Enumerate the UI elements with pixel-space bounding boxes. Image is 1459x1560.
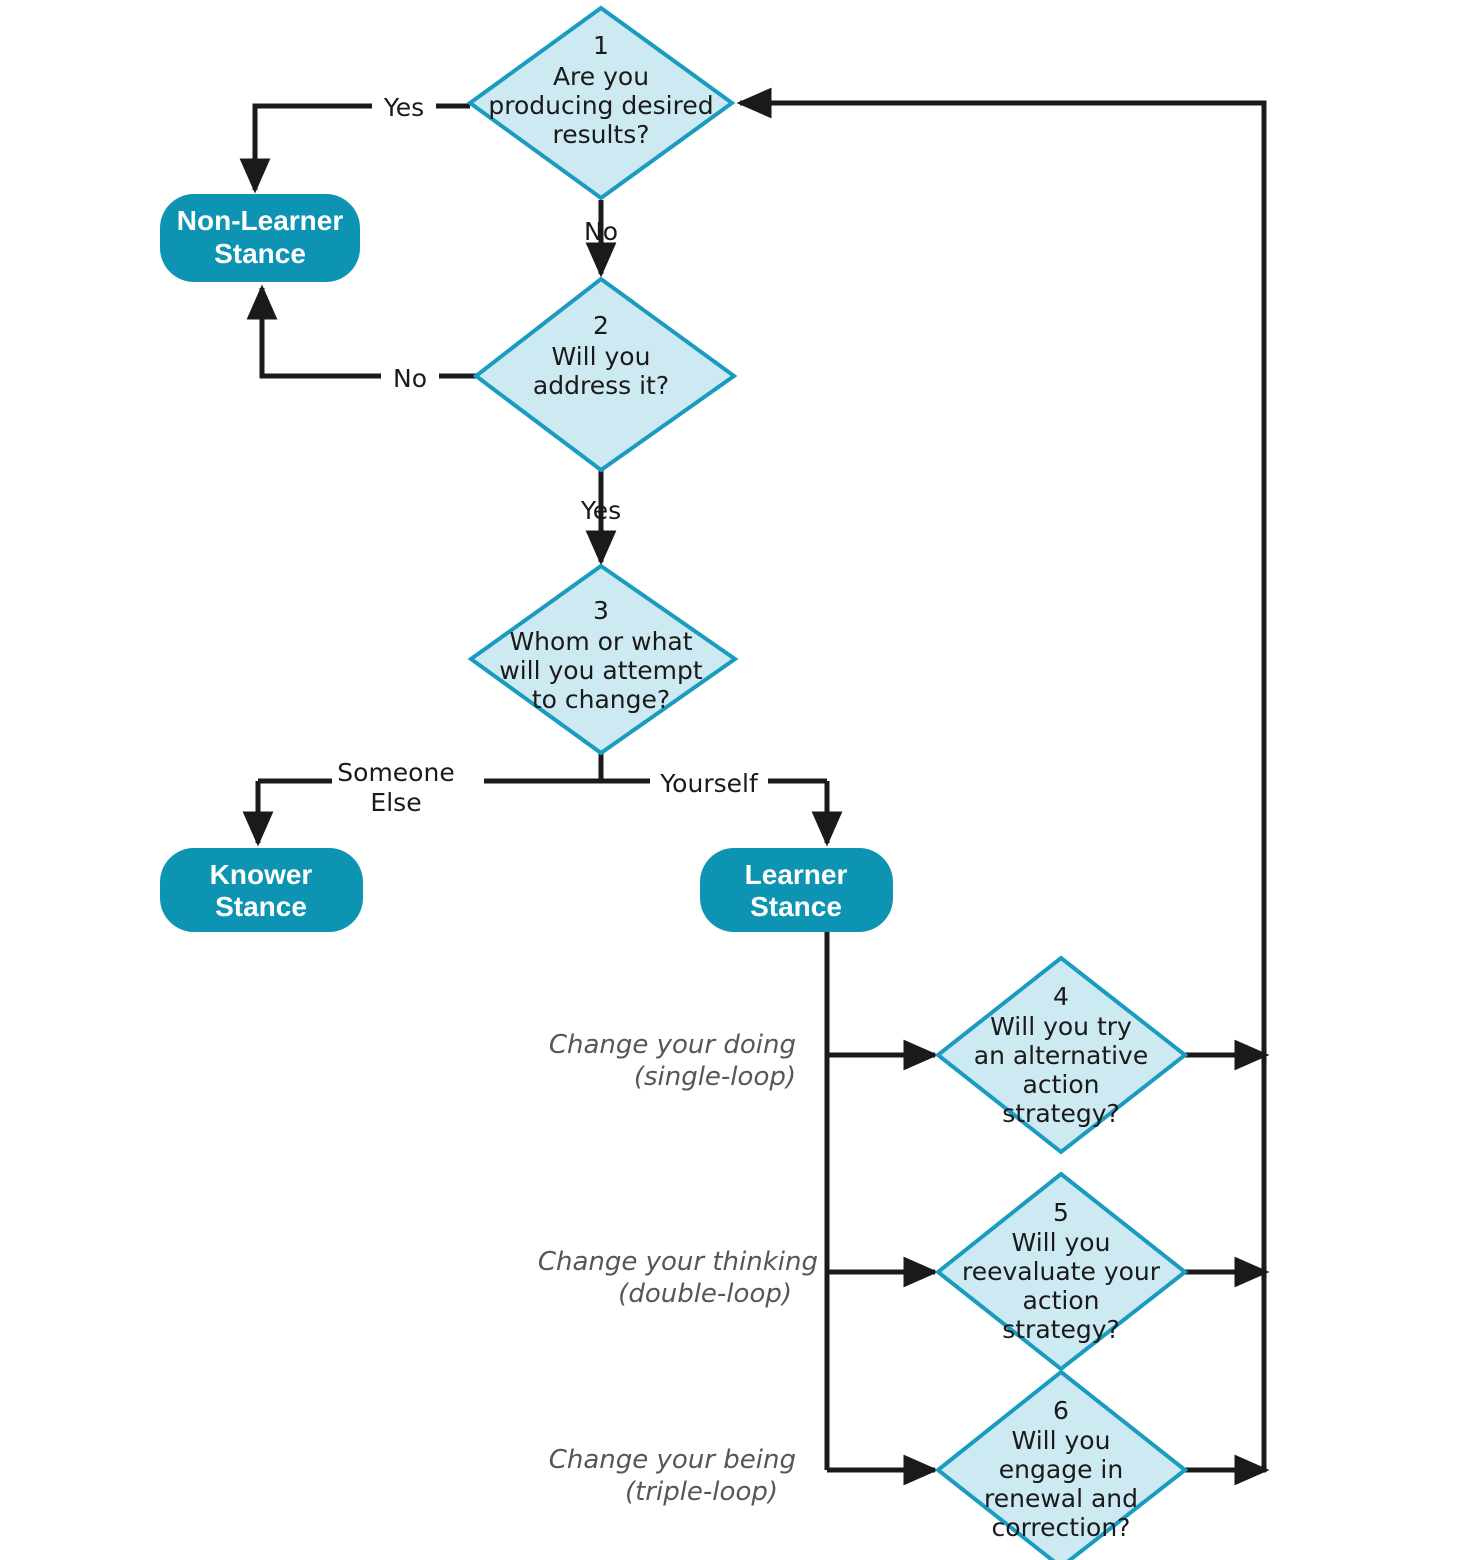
- decision-6-number: 6: [1053, 1396, 1069, 1425]
- decision-6-line-1: Will you: [1012, 1426, 1111, 1455]
- edge-label-d2-yes: Yes: [580, 496, 621, 525]
- decision-5-line-4: strategy?: [1002, 1315, 1120, 1344]
- decision-1-number: 1: [593, 31, 609, 60]
- decision-nodes: 1 Are you producing desired results? 2 W…: [466, 5, 1189, 1560]
- stance-learner-line-1: Learner: [745, 859, 848, 890]
- decision-3-line-2: will you attempt: [499, 656, 703, 685]
- stance-non-learner-shape[interactable]: [160, 194, 360, 282]
- decision-4-number: 4: [1053, 982, 1069, 1011]
- stance-knower-node[interactable]: Knower Stance: [160, 848, 363, 932]
- decision-4-line-1: Will you try: [990, 1012, 1132, 1041]
- stance-non-learner-line-2: Stance: [214, 238, 306, 269]
- branch-label-doing-sub: (single-loop): [634, 1062, 796, 1092]
- edge-label-d3-someone-else-line-1: Someone: [337, 758, 454, 787]
- decision-4-line-3: action: [1023, 1070, 1100, 1099]
- decision-3-number: 3: [593, 596, 609, 625]
- decision-6-line-2: engage in: [999, 1455, 1123, 1484]
- decision-2-line-1: Will you: [552, 342, 651, 371]
- branch-label-doing-prefix: Change your: [549, 1030, 724, 1060]
- decision-1-node[interactable]: 1 Are you producing desired results?: [466, 5, 736, 201]
- decision-5-number: 5: [1053, 1198, 1069, 1227]
- decision-6-shape[interactable]: [934, 1369, 1189, 1560]
- branch-label-being: Change your being: [549, 1445, 796, 1475]
- stance-learner-line-2: Stance: [750, 891, 842, 922]
- decision-2-shape[interactable]: [472, 276, 738, 473]
- decision-6-line-3: renewal and: [984, 1484, 1138, 1513]
- branch-labels: Change your doing (single-loop) Change y…: [538, 1030, 818, 1507]
- decision-4-shape[interactable]: [934, 955, 1189, 1155]
- edge-label-d2-no: No: [393, 364, 427, 393]
- edge-label-d1-yes: Yes: [383, 93, 424, 122]
- stance-nodes: Non-Learner Stance Knower Stance Learner…: [160, 194, 893, 932]
- branch-label-thinking-prefix: Change your: [538, 1247, 713, 1277]
- decision-1-line-1: Are you: [553, 62, 649, 91]
- branch-label-doing-emphasis: doing: [723, 1030, 796, 1060]
- decision-2-node[interactable]: 2 Will you address it?: [472, 276, 738, 473]
- stance-learner-shape[interactable]: [700, 848, 893, 932]
- edge-label-d1-no: No: [584, 217, 618, 246]
- stance-learner-node[interactable]: Learner Stance: [700, 848, 893, 932]
- decision-3-line-1: Whom or what: [509, 627, 692, 656]
- decision-4-node[interactable]: 4 Will you try an alternative action str…: [934, 955, 1189, 1155]
- edge-return-to-d1: [736, 87, 1267, 1472]
- branch-label-being-emphasis: being: [723, 1445, 796, 1475]
- decision-4-line-2: an alternative: [974, 1041, 1149, 1070]
- edge-label-d3-yourself: Yourself: [659, 769, 759, 798]
- decision-5-line-2: reevaluate your: [962, 1257, 1161, 1286]
- stance-non-learner-node[interactable]: Non-Learner Stance: [160, 194, 360, 282]
- stance-knower-shape[interactable]: [160, 848, 363, 932]
- stance-knower-line-2: Stance: [215, 891, 307, 922]
- decision-1-shape[interactable]: [466, 5, 736, 201]
- edge-d1-yes: [239, 103, 470, 194]
- decision-1-line-2: producing desired: [488, 91, 713, 120]
- branch-label-being-sub: (triple-loop): [625, 1477, 778, 1507]
- decision-1-line-3: results?: [552, 120, 649, 149]
- decision-2-line-2: address it?: [533, 371, 669, 400]
- decision-4-line-4: strategy?: [1002, 1099, 1120, 1128]
- decision-6-line-4: correction?: [992, 1513, 1131, 1542]
- branch-label-thinking-emphasis: thinking: [712, 1247, 818, 1277]
- decision-5-node[interactable]: 5 Will you reevaluate your action strate…: [934, 1171, 1189, 1372]
- decision-3-line-3: to change?: [532, 685, 670, 714]
- stance-knower-line-1: Knower: [210, 859, 313, 890]
- branch-label-thinking-sub: (double-loop): [618, 1279, 792, 1309]
- decision-5-line-1: Will you: [1012, 1228, 1111, 1257]
- decision-6-node[interactable]: 6 Will you engage in renewal and correct…: [934, 1369, 1189, 1560]
- decision-3-node[interactable]: 3 Whom or what will you attempt to chang…: [467, 563, 739, 756]
- edge-label-d3-someone-else-line-2: Else: [370, 788, 421, 817]
- decision-5-line-3: action: [1023, 1286, 1100, 1315]
- stance-non-learner-line-1: Non-Learner: [177, 205, 344, 236]
- decision-2-number: 2: [593, 311, 609, 340]
- branch-label-thinking: Change your thinking: [538, 1247, 818, 1277]
- edge-labels: Yes No No Yes Someone Else Yourself: [332, 88, 768, 817]
- decision-5-shape[interactable]: [934, 1171, 1189, 1372]
- branch-label-being-prefix: Change your: [549, 1445, 724, 1475]
- decision-3-shape[interactable]: [467, 563, 739, 756]
- edge-d2-no: [246, 284, 476, 379]
- branch-label-doing: Change your doing: [549, 1030, 796, 1060]
